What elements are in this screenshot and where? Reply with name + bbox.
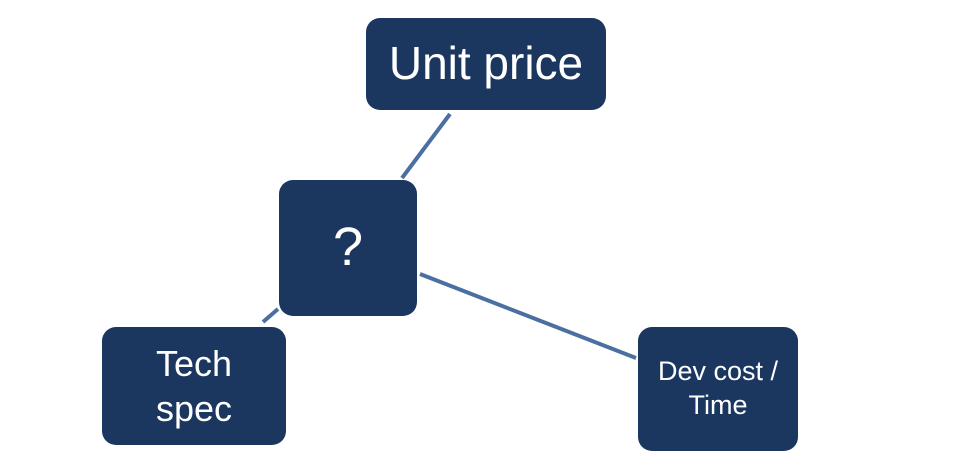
unit-price-label: Unit price (388, 37, 584, 90)
connector-center-to-dev-cost (419, 272, 637, 360)
question-mark-label: ? (332, 217, 364, 278)
tech-spec-text: Tech spec (156, 341, 232, 431)
tech-spec-line-1: Tech (155, 343, 233, 384)
connector-center-to-tech-spec (261, 307, 280, 324)
unit-price-box: Unit price (366, 18, 606, 110)
tech-spec-line-2: spec (155, 388, 233, 429)
dev-cost-text: Dev cost / Time (658, 355, 778, 423)
connector-center-to-unit-price (400, 112, 452, 180)
dev-cost-line-1: Dev cost / (657, 356, 779, 387)
dev-cost-time-box: Dev cost / Time (638, 327, 798, 451)
dev-cost-line-2: Time (688, 390, 748, 420)
tech-spec-box: Tech spec (102, 327, 286, 445)
unknown-center-box: ? (279, 180, 417, 316)
